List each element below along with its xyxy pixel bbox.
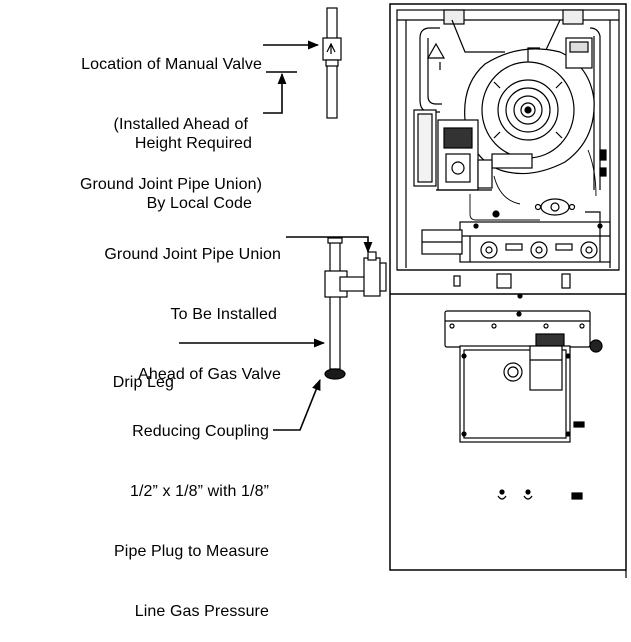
mounting-screws <box>499 421 585 500</box>
label-line: Ground Joint Pipe Union) <box>79 176 262 193</box>
label-line: Height Required <box>134 135 252 152</box>
label-line: (Installed Ahead of <box>113 116 248 133</box>
label-line: Drip Leg <box>112 374 174 391</box>
leader-pipe-union <box>286 236 373 254</box>
limit-switch <box>540 198 570 216</box>
ground-joint-union <box>363 257 381 297</box>
leader-lines <box>179 40 373 431</box>
label-pipe-union: Ground Joint Pipe Union To Be Installed … <box>104 205 281 405</box>
manual-valve-body <box>322 37 342 61</box>
label-line: Pipe Plug to Measure <box>114 543 269 560</box>
label-line: By Local Code <box>146 195 252 212</box>
drip-leg-assembly <box>324 237 387 380</box>
label-line: Ground Joint Pipe Union <box>104 246 281 263</box>
label-manual-valve: Location of Manual Valve (Installed Ahea… <box>80 15 262 215</box>
label-line: Location of Manual Valve <box>81 56 262 73</box>
label-line: Ahead of Gas Valve <box>138 366 281 383</box>
drip-leg-pipe <box>329 240 341 370</box>
furnace <box>389 3 627 578</box>
label-line: Reducing Coupling <box>132 423 269 440</box>
burner-orifice <box>580 241 598 259</box>
control-board <box>529 345 563 391</box>
leader-height-required <box>263 72 287 114</box>
label-line: To Be Installed <box>170 306 277 323</box>
pipe-plug <box>324 368 346 380</box>
blower-deck <box>444 310 591 348</box>
furnace-cabinet <box>389 3 627 571</box>
leader-reducing-coupling <box>273 378 321 431</box>
manual-valve-pipe <box>322 7 342 119</box>
burner-orifice <box>480 241 498 259</box>
label-line: 1/2” x 1/8” with 1/8” <box>129 483 269 500</box>
label-drip-leg: Drip Leg <box>113 333 174 413</box>
label-line: Line Gas Pressure <box>134 603 269 620</box>
furnace-gas-piping-diagram <box>179 3 627 578</box>
burner-orifice <box>530 241 548 259</box>
label-height-required: Height Required By Local Code <box>135 94 252 234</box>
